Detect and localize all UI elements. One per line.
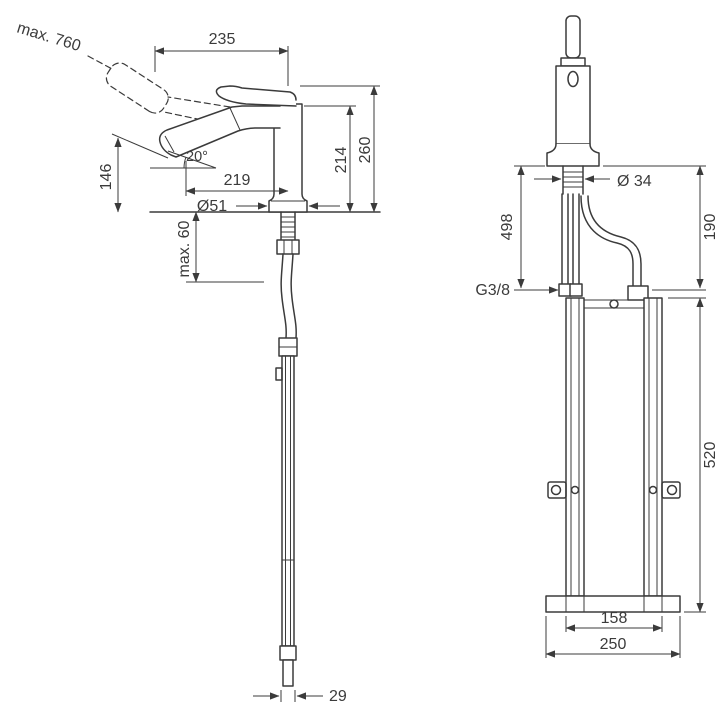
dim-max-60: max. 60 bbox=[176, 211, 264, 283]
flexible-hose-curve bbox=[280, 253, 297, 339]
raised-spray-head-outline bbox=[105, 62, 169, 114]
box-rail-right bbox=[643, 297, 663, 597]
shank-thread-hatch-front bbox=[563, 171, 583, 188]
below-deck-assembly bbox=[275, 211, 300, 687]
dim-max-760: max. 760 bbox=[15, 20, 83, 56]
box-rail-left bbox=[565, 297, 585, 597]
dim-shank-diameter: Ø 34 bbox=[534, 173, 652, 190]
dim-max-60-label: max. 60 bbox=[176, 220, 193, 277]
body-front bbox=[555, 65, 591, 145]
box-rail-right-inner-lines bbox=[648, 298, 658, 596]
handle-collar bbox=[560, 57, 586, 67]
dim-angle-label: 20° bbox=[186, 149, 208, 165]
spray-face-line bbox=[164, 135, 175, 153]
dim-498-label: 498 bbox=[499, 214, 516, 241]
supply-hose-fitting-left bbox=[558, 283, 572, 297]
dim-angle-20: 20° bbox=[150, 149, 217, 169]
hose-clip bbox=[275, 367, 283, 381]
right-view: Ø 34 498 G3/8 190 520 158 bbox=[475, 15, 719, 658]
mounting-nut-facets bbox=[283, 240, 293, 254]
box-top-crossbar bbox=[584, 299, 644, 309]
pullout-hose-inner-lines bbox=[282, 356, 294, 646]
dim-219-label: 219 bbox=[224, 172, 251, 189]
dim-260: 260 bbox=[300, 85, 380, 213]
bracket-screw-left-outer bbox=[550, 484, 562, 496]
logo-oval bbox=[567, 70, 579, 88]
dim-158-label: 158 bbox=[601, 610, 628, 627]
dim-520: 520 bbox=[668, 297, 719, 613]
left-view: max. 760 235 214 260 146 20° bbox=[15, 20, 381, 705]
dim-29-extension-lines bbox=[280, 690, 296, 702]
faucet-side-view bbox=[158, 85, 308, 213]
dim-146: 146 bbox=[98, 133, 169, 213]
dim-29: 29 bbox=[253, 688, 347, 705]
raised-spray-head bbox=[105, 62, 169, 114]
mounting-box bbox=[545, 297, 681, 613]
handle-lever bbox=[215, 85, 297, 107]
box-base-plate-lines bbox=[565, 596, 663, 612]
spout-and-spray-head bbox=[158, 105, 281, 158]
wall-bracket-left bbox=[547, 481, 567, 499]
dim-190-extension-lines bbox=[603, 165, 706, 291]
faucet-front-view bbox=[546, 15, 600, 195]
dim-498: 498 bbox=[499, 165, 545, 289]
dim-214: 214 bbox=[304, 105, 356, 213]
base-escutcheon-front bbox=[546, 143, 600, 167]
dim-235-extension-lines bbox=[154, 46, 289, 86]
dim-250-label: 250 bbox=[600, 636, 627, 653]
dim-max-760-label: max. 760 bbox=[15, 20, 83, 56]
dim-g38: G3/8 bbox=[475, 282, 559, 299]
faucet-body bbox=[268, 103, 308, 213]
dim-29-label: 29 bbox=[329, 688, 347, 705]
dim-219: 219 bbox=[185, 161, 289, 196]
spray-head-joint-line bbox=[229, 107, 241, 131]
threaded-shank bbox=[280, 211, 296, 241]
dim-260-label: 260 bbox=[357, 137, 374, 164]
box-top-hole bbox=[609, 299, 619, 309]
wall-bracket-right bbox=[661, 481, 681, 499]
pullout-hose-front bbox=[580, 195, 642, 287]
handle-front bbox=[565, 15, 581, 59]
dim-190-label: 190 bbox=[702, 214, 719, 241]
box-base-plate bbox=[545, 595, 681, 613]
dim-235-label: 235 bbox=[209, 31, 236, 48]
shank-thread-hatch bbox=[281, 216, 295, 238]
max-height-leader-line bbox=[87, 55, 115, 71]
supply-hose-lines bbox=[561, 193, 580, 285]
dim-520-label: 520 bbox=[702, 442, 719, 469]
dim-146-label: 146 bbox=[98, 164, 115, 191]
supply-hoses bbox=[558, 193, 649, 301]
mounting-nut bbox=[276, 239, 300, 255]
dim-base-diameter: Ø51 bbox=[197, 198, 340, 215]
dim-g38-label: G3/8 bbox=[475, 282, 510, 299]
shank-front bbox=[562, 165, 584, 195]
hose-end-fitting bbox=[279, 645, 297, 661]
dim-235: 235 bbox=[154, 31, 289, 86]
box-rail-left-inner-lines bbox=[570, 298, 580, 596]
dim-190: 190 bbox=[603, 165, 719, 291]
supply-hose-fitting-right bbox=[569, 283, 583, 297]
dim-angle-arc bbox=[183, 156, 187, 169]
dim-158: 158 bbox=[565, 610, 663, 632]
hose-end-tip bbox=[282, 659, 294, 687]
dim-angle-reference-lines bbox=[150, 150, 217, 169]
dim-o34-label: Ø 34 bbox=[617, 173, 652, 190]
dim-214-label: 214 bbox=[333, 147, 350, 174]
dim-250: 250 bbox=[545, 616, 681, 658]
pullout-hose-tube bbox=[281, 355, 295, 647]
bracket-screw-right-outer bbox=[666, 484, 678, 496]
bracket-screw-right-inner bbox=[648, 485, 658, 495]
dim-o51-label: Ø51 bbox=[197, 198, 227, 215]
bracket-screw-left-inner bbox=[570, 485, 580, 495]
